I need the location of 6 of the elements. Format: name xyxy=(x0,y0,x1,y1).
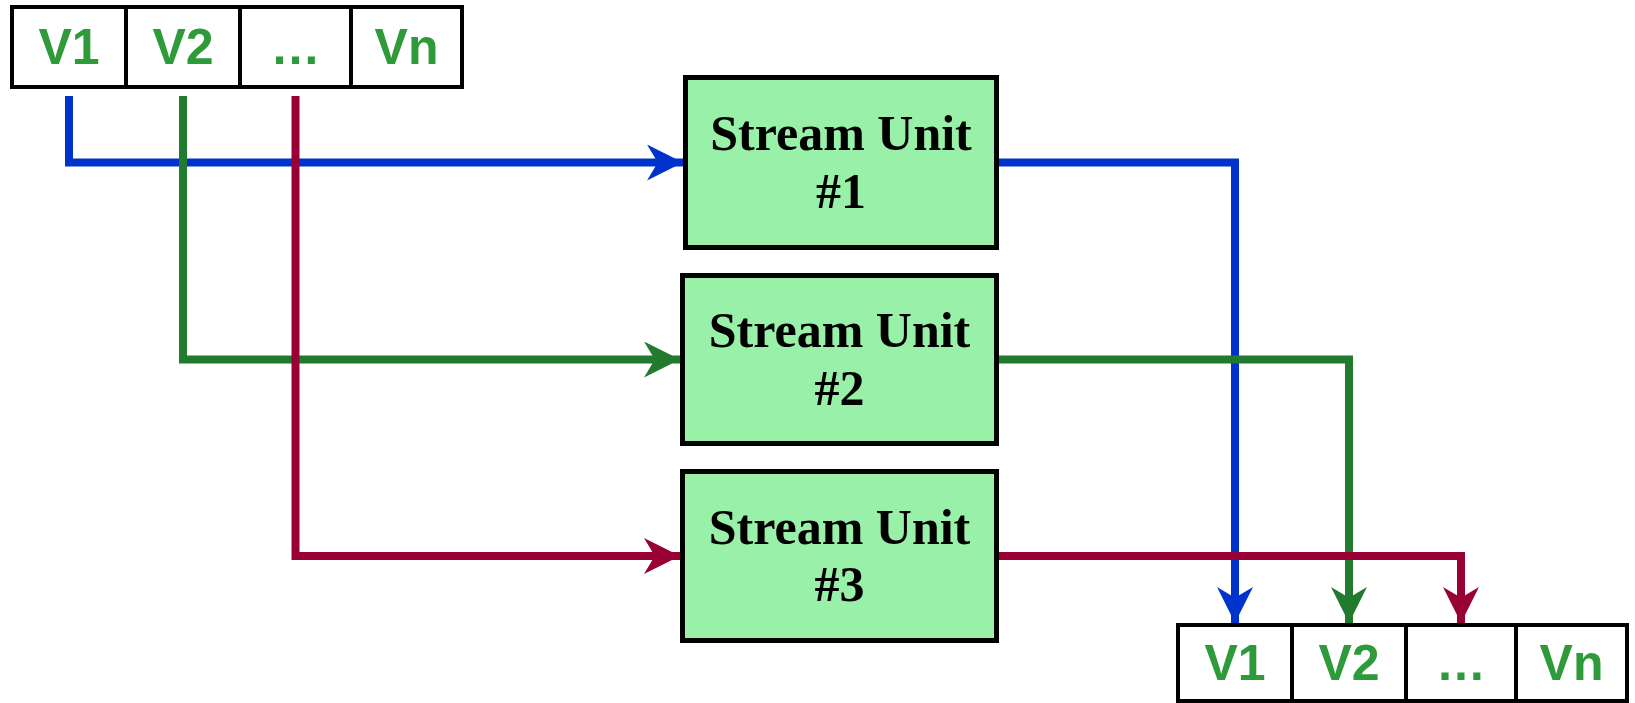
process-box: Stream Unit #1 xyxy=(683,75,999,250)
arrow xyxy=(999,158,1253,623)
process-box: Stream Unit #2 xyxy=(680,273,999,446)
arrow xyxy=(999,552,1479,623)
arrow xyxy=(999,355,1367,623)
process-box: Stream Unit #3 xyxy=(680,469,999,643)
